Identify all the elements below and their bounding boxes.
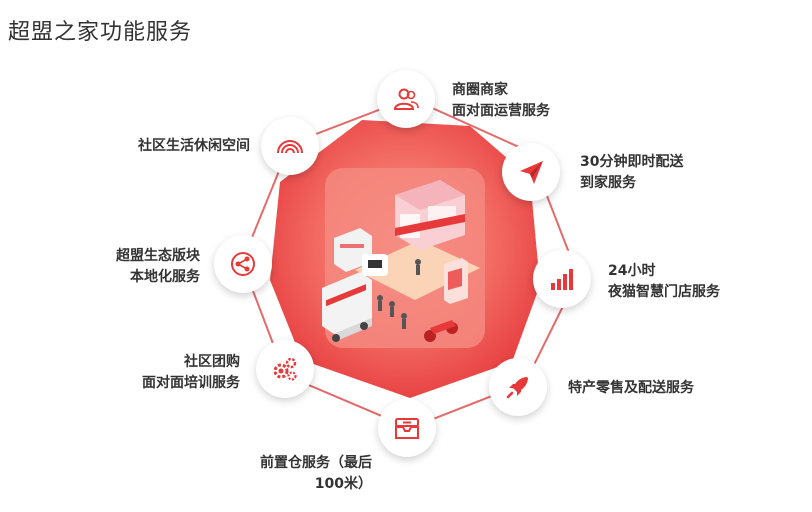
service-label-paper-plane: 30分钟即时配送 到家服务 <box>580 154 684 191</box>
service-label-bar-chart: 24小时 夜猫智慧门店服务 <box>608 263 720 300</box>
service-label-inbox-tray: 前置仓服务（最后 100米） <box>260 455 372 492</box>
service-node-bar-chart <box>533 250 591 308</box>
service-label-gears: 社区团购 面对面培训服务 <box>142 354 240 391</box>
store-illustration <box>355 180 480 300</box>
service-label-user-group: 商圈商家 面对面运营服务 <box>452 82 550 119</box>
service-label-rocket: 特产零售及配送服务 <box>568 380 694 396</box>
paper-plane-icon <box>520 161 543 184</box>
people-illustration <box>377 259 421 329</box>
service-node-rocket <box>489 358 547 416</box>
user-group-icon <box>393 88 419 110</box>
service-label-rainbow: 社区生活休闲空间 <box>138 138 250 154</box>
share-nodes-icon <box>231 252 255 276</box>
rainbow-icon <box>277 140 303 154</box>
page-title: 超盟之家功能服务 <box>8 20 193 45</box>
kiosk-illustration <box>444 258 468 304</box>
register-illustration <box>362 254 388 276</box>
service-node-share-nodes <box>214 235 272 293</box>
service-node-inbox-tray <box>378 399 436 457</box>
service-node-gears <box>256 340 314 398</box>
rocket-icon <box>506 377 528 399</box>
bar-chart-icon <box>551 269 573 290</box>
service-node-rainbow <box>261 117 319 175</box>
service-label-share-nodes: 超盟生态版块 本地化服务 <box>116 248 200 285</box>
truck-illustration <box>322 272 372 342</box>
service-node-user-group <box>377 70 435 128</box>
gears-icon <box>273 357 297 381</box>
inbox-tray-icon <box>395 418 419 439</box>
scooter-illustration <box>424 320 458 342</box>
service-node-paper-plane <box>502 143 560 201</box>
